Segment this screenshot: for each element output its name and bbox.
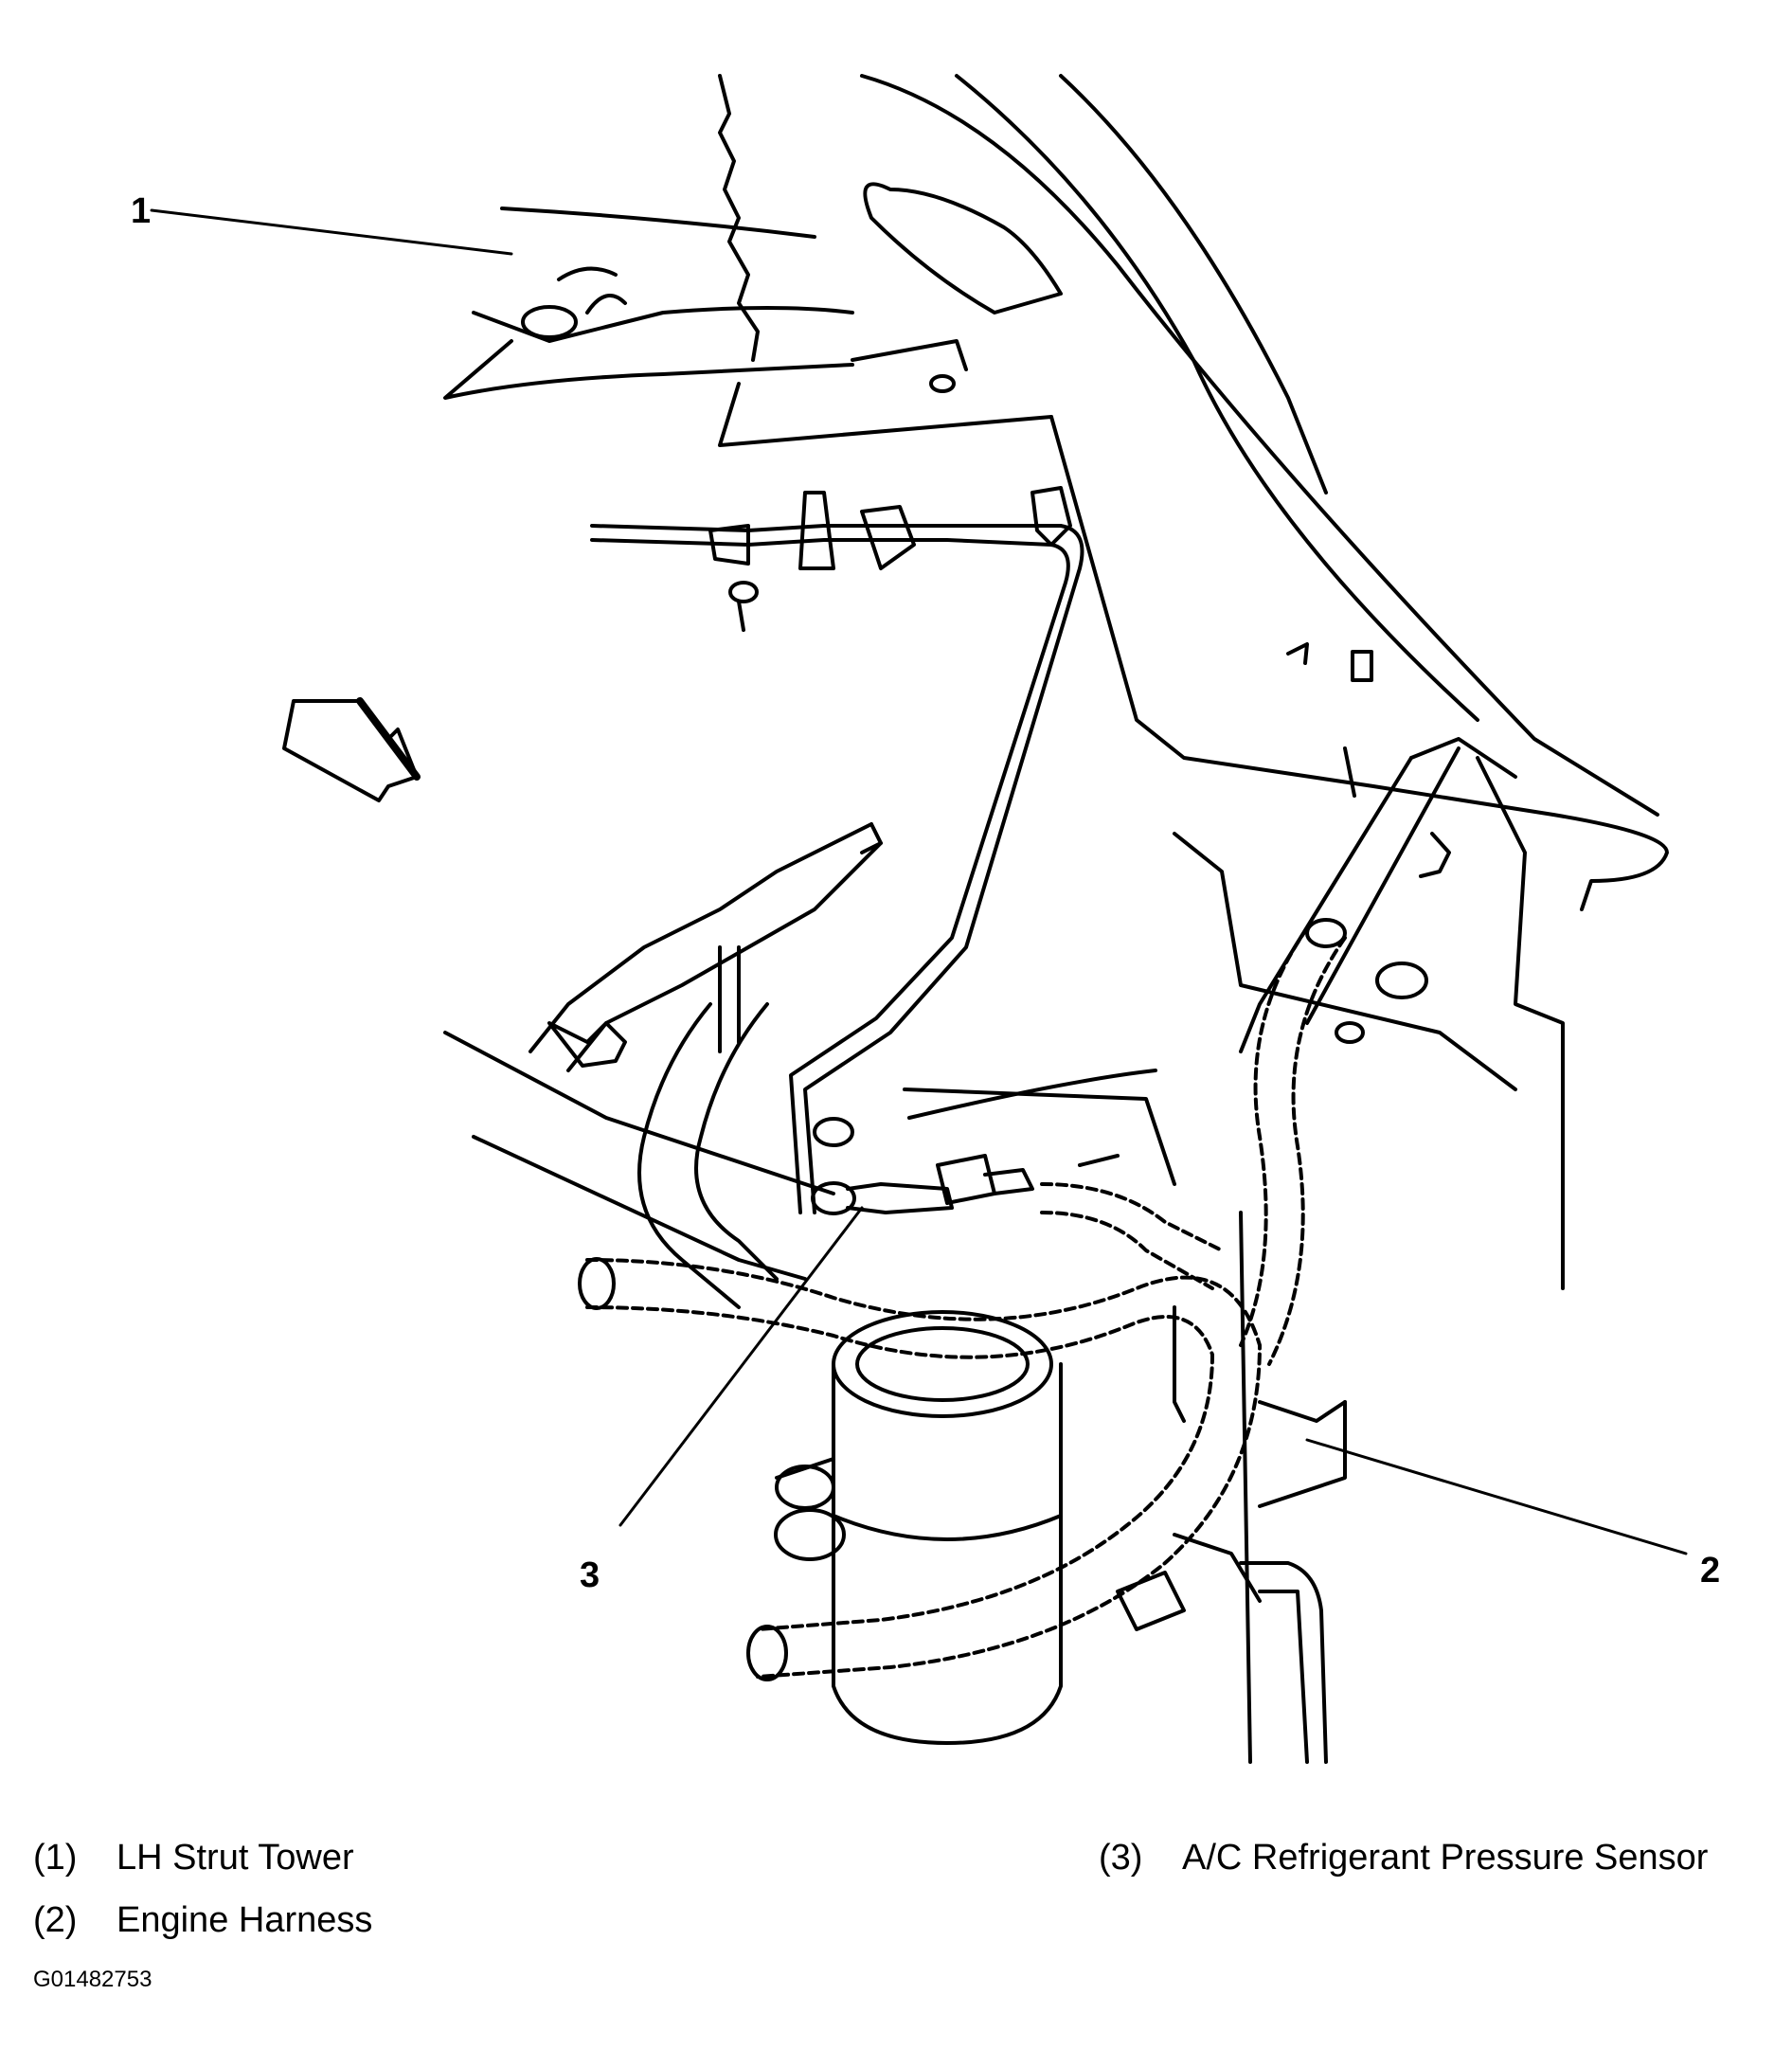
legend-item-1: (1) LH Strut Tower <box>33 1838 354 1878</box>
bracket-drawing <box>1239 737 1565 1290</box>
fender-structure-drawing <box>851 74 1669 1091</box>
figure-id: G01482753 <box>33 1967 152 1992</box>
ac-line-drawing <box>590 486 1084 1214</box>
legend-label: A/C Refrigerant Pressure Sensor <box>1182 1838 1709 1878</box>
legend-label: Engine Harness <box>116 1900 373 1940</box>
harness-end-left <box>578 1257 616 1310</box>
direction-arrow <box>282 697 421 802</box>
lower-lines-drawing <box>1116 1211 1347 1764</box>
legend-item-3: (3) A/C Refrigerant Pressure Sensor <box>1099 1838 1708 1878</box>
accumulator-drawing <box>774 1310 1063 1745</box>
engine-harness-drawing <box>585 926 1347 1679</box>
callout-3-leader <box>618 1206 864 1527</box>
callout-2-label: 2 <box>1700 1551 1720 1591</box>
callout-1-leader <box>150 208 513 256</box>
legend-label: LH Strut Tower <box>116 1838 354 1878</box>
legend-number: (2) <box>33 1900 78 1940</box>
mount-structure-drawing <box>443 822 883 1309</box>
callout-3-label: 3 <box>580 1555 600 1595</box>
legend-number: (1) <box>33 1838 78 1878</box>
harness-end-top <box>1305 918 1347 948</box>
callout-2-leader <box>1305 1438 1688 1555</box>
strut-tower-drawing <box>443 74 1053 447</box>
harness-end-bottom <box>746 1625 788 1681</box>
engine-compartment-diagram: 1 2 3 <box>131 74 1720 1764</box>
callout-1-label: 1 <box>131 191 151 231</box>
legend-number: (3) <box>1099 1838 1143 1878</box>
pressure-sensor-drawing <box>811 1069 1176 1215</box>
legend-item-2: (2) Engine Harness <box>33 1900 372 1941</box>
